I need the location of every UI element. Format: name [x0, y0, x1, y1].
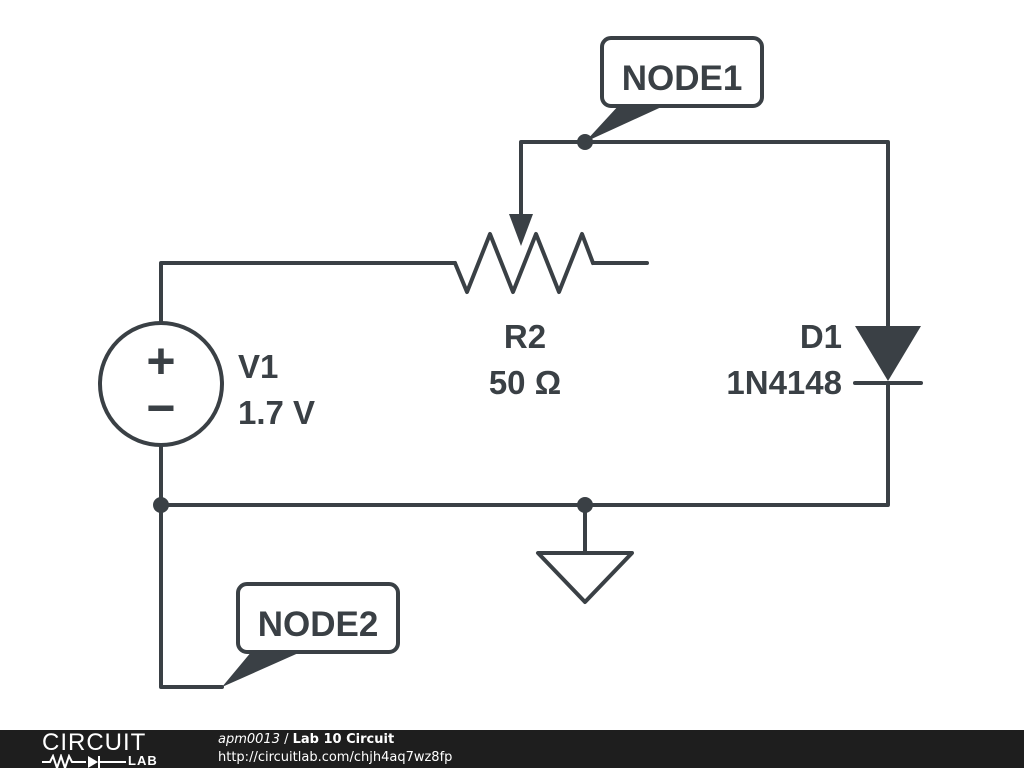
footer-separator: /	[279, 732, 293, 747]
voltage-source-v1	[98, 321, 224, 447]
junction-bottom-left	[153, 497, 169, 513]
d1-name: D1	[800, 318, 842, 355]
wire-wiper-to-node1	[519, 140, 890, 328]
circuit-title-link[interactable]: Lab 10 Circuit	[292, 732, 395, 747]
ground-symbol	[536, 551, 634, 604]
v1-plus-sign: +	[146, 333, 175, 389]
diode-d1-symbol	[855, 326, 921, 381]
r2-name: R2	[504, 318, 546, 355]
circuitlab-logo-lab: LAB	[128, 753, 158, 768]
potentiometer-wiper-arrow	[509, 214, 533, 246]
node2-label-box	[236, 582, 400, 654]
circuit-url-link[interactable]: http://circuitlab.com/chjh4aq7wz8fp	[218, 750, 453, 765]
r2-value: 50 Ω	[489, 364, 561, 401]
node1-label-box	[600, 36, 764, 108]
node1-label-pointer	[585, 104, 668, 142]
footer-bar: CIRCUIT LAB apm0013 / Lab 10 Circuit htt…	[0, 730, 1024, 768]
v1-name: V1	[238, 348, 278, 385]
v1-minus-sign: −	[146, 380, 175, 436]
wire-v1-to-bottom	[159, 444, 224, 689]
junction-ground	[577, 497, 593, 513]
node1-label: NODE1	[622, 59, 743, 98]
circuitlab-logo-icon	[42, 754, 126, 768]
footer-attribution: apm0013 / Lab 10 Circuit	[218, 732, 394, 748]
author-link[interactable]: apm0013	[218, 732, 280, 747]
circuit-schematic: + − NODE1 NODE2 V1 1.7 V R2 50 Ω D1 1N41…	[98, 36, 923, 689]
wire-d1-to-bottom	[159, 381, 890, 507]
v1-value: 1.7 V	[238, 394, 315, 431]
node2-label: NODE2	[258, 605, 379, 644]
resistor-r2-zigzag	[453, 232, 595, 294]
d1-part: 1N4148	[726, 364, 842, 401]
node2-label-pointer	[222, 651, 303, 687]
wire-top-left	[159, 261, 457, 324]
circuitlab-logo-text[interactable]: CIRCUIT	[42, 729, 147, 756]
